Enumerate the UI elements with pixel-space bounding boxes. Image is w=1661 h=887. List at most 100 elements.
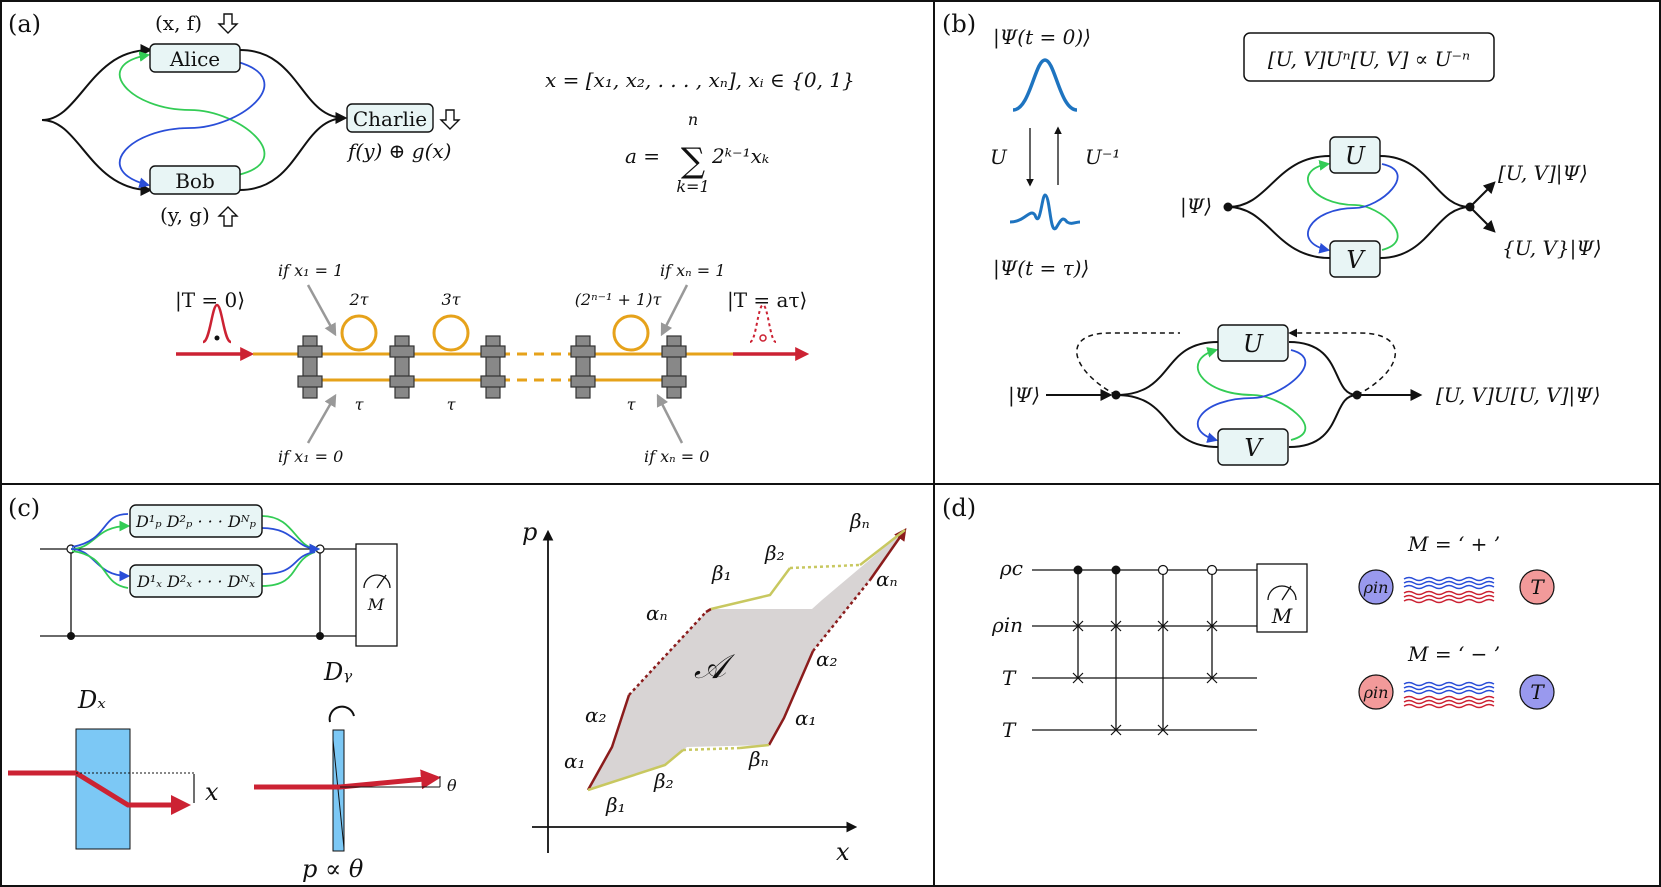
dx-operator-box [129, 564, 263, 598]
equation-x: x = [x₁, x₂, . . . , xₙ], xᵢ ∈ {0, 1} [545, 68, 855, 92]
if-x1-eq-1: if x₁ = 1 [278, 261, 343, 280]
tau-label: τ [447, 395, 457, 414]
meter-needle [376, 574, 387, 589]
delay-loop [612, 314, 650, 352]
dx-operator-label: D¹ₓ D²ₓ · · · Dᴺₓ [136, 572, 255, 591]
switch-tab [661, 375, 687, 388]
feedback-left [1076, 332, 1180, 396]
v-box-lower-label: V [1244, 434, 1264, 462]
blue-path [118, 61, 266, 189]
alice-input: (x, f) [155, 11, 202, 35]
switch-tab [389, 345, 415, 358]
t-label: T [1530, 575, 1545, 599]
sum-sign: ∑ [681, 141, 705, 181]
control-arrow [656, 393, 684, 444]
outcome-minus: M = ‘ − ’ [1407, 642, 1500, 666]
beta-edges-bottom [587, 749, 684, 792]
meter-label: M [1271, 604, 1293, 628]
loop-label: (2ⁿ⁻¹ + 1)τ [575, 290, 663, 309]
swap-marks [1206, 620, 1218, 684]
green-path [261, 515, 321, 555]
rho-in-circle [1358, 569, 1394, 605]
wire-label-rho-in: ρin [991, 613, 1023, 637]
alpha-2-right-label: α₂ [816, 647, 838, 671]
v-box [1329, 240, 1381, 278]
blue-path [1196, 349, 1307, 443]
if-x1-eq-0: if x₁ = 0 [278, 447, 343, 466]
commutator-output: [U, V]|Ψ⟩ [1498, 161, 1588, 186]
green-path [71, 550, 129, 589]
alpha-1-label: α₁ [564, 749, 586, 773]
green-path [118, 51, 266, 176]
meter-box [355, 543, 398, 647]
alpha-dotted-left [628, 611, 707, 696]
beta-dotted-bottom [682, 746, 741, 752]
alpha-n-left [705, 607, 712, 614]
if-xn-eq-0: if xₙ = 0 [644, 447, 709, 466]
u-box [1329, 136, 1381, 174]
photon-dot-empty [759, 334, 767, 342]
alpha-1-right-label: α₁ [795, 706, 817, 730]
path-bob-to-charlie [239, 117, 346, 191]
control-dot [67, 632, 75, 640]
wire-label-t1: T [1002, 666, 1017, 690]
state-out: |T = aτ⟩ [727, 288, 807, 313]
alpha-edges-right [767, 650, 815, 746]
swap-marks [1072, 620, 1084, 684]
path-to-bob [41, 119, 153, 196]
commutator-box [1243, 32, 1495, 82]
alpha-n-label: αₙ [646, 601, 668, 625]
open-control [1206, 564, 1218, 576]
delay-loop [432, 314, 470, 352]
sum-upper: n [688, 110, 698, 129]
beta-dotted-top [789, 563, 861, 570]
psi-ttau: |Ψ(t = τ)⟩ [993, 256, 1089, 281]
blue-path [261, 551, 316, 575]
equation-a-rhs: 2ᵏ⁻¹xₖ [711, 144, 769, 168]
t-circle [1519, 569, 1555, 605]
wavy-lines-red [1403, 590, 1495, 604]
path-alice-to-charlie [239, 49, 348, 124]
rho-in-label: ρin [1363, 578, 1389, 597]
panel-b-label: (b) [942, 10, 976, 38]
blue-path [70, 548, 131, 582]
path-v-out-lower [1288, 394, 1358, 448]
control-dot [1073, 565, 1083, 575]
rho-in-circle [1358, 674, 1394, 710]
control-arrow [306, 284, 337, 337]
blue-path [261, 527, 321, 555]
prism-edge [332, 739, 345, 849]
tau-label: τ [355, 395, 365, 414]
switch [666, 335, 682, 399]
panel-d: (d) ρc ρin T T M M = ‘ + ’ ρin [942, 494, 1555, 742]
path-to-v-lower [1115, 394, 1219, 448]
beta-2-top-label: β₂ [764, 541, 785, 565]
if-xn-eq-1: if xₙ = 1 [660, 261, 725, 280]
x-axis-label: x [836, 838, 850, 866]
wire-label-t2: T [1002, 718, 1017, 742]
alpha-edges-left [586, 694, 631, 791]
path-to-alice [41, 44, 153, 121]
bob-label: Bob [175, 169, 215, 193]
theta-label: θ [447, 776, 457, 795]
blue-path [1307, 163, 1399, 254]
alpha-n-right [868, 527, 907, 581]
switch [394, 335, 410, 399]
path-to-v [1227, 206, 1331, 259]
panel-c: (c) D¹ₚ D²ₚ · · · Dᴺₚ D¹ₓ D²ₓ · · · Dᴺₓ … [8, 494, 907, 883]
psi-t0: |Ψ(t = 0)⟩ [993, 25, 1091, 50]
green-path [1196, 347, 1307, 441]
beta-n-top-label: βₙ [849, 509, 870, 533]
rho-in-label: ρin [1363, 683, 1389, 702]
charlie-box [346, 103, 434, 133]
switch-tab [570, 345, 596, 358]
meter-label: M [367, 595, 385, 614]
control-dot [316, 632, 324, 640]
panel-b: (b) |Ψ(t = 0)⟩ U U⁻¹ |Ψ(t = τ)⟩ [U, V]Uⁿ… [942, 10, 1602, 466]
beta-1-label: β₁ [605, 793, 626, 817]
wavepacket-initial [1012, 58, 1078, 112]
alice-box [149, 43, 241, 73]
switch-tab [297, 345, 323, 358]
u-box-lower-label: U [1243, 330, 1264, 358]
anticommutator-output: {U, V}|Ψ⟩ [1502, 236, 1602, 261]
